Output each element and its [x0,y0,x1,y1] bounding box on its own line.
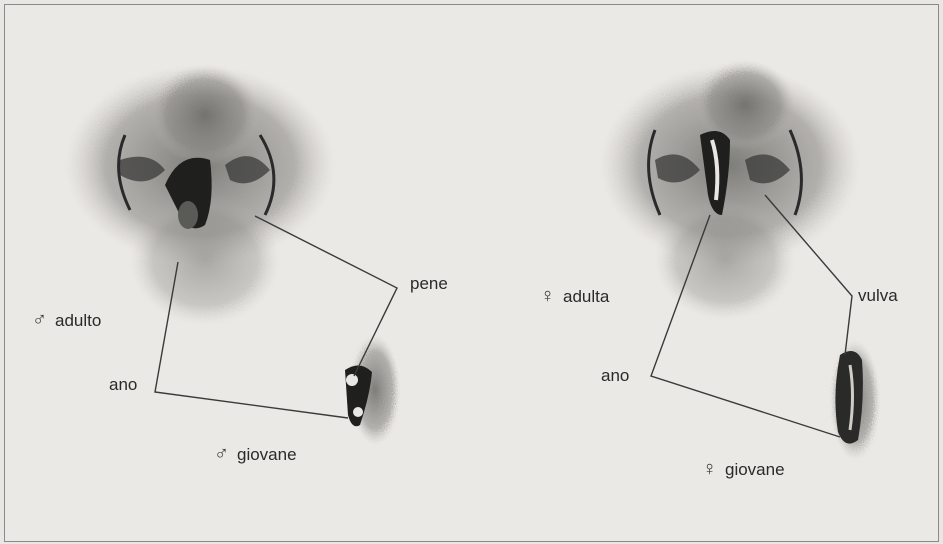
male-adult-label: ♂ adulto [32,309,101,332]
female-organ-text: vulva [858,286,898,305]
male-organ-text: pene [410,274,448,293]
female-young-text: giovane [725,460,785,479]
female-young-symbol: ♀ [702,458,717,480]
female-adult-text: adulta [563,287,609,306]
female-anus-text: ano [601,366,629,385]
male-adult-text: adulto [55,311,101,330]
male-adult-illustration [65,65,335,325]
male-young-text: giovane [237,445,297,464]
female-young-illustration [830,340,880,460]
male-young-illustration [345,335,400,445]
male-young-symbol: ♂ [214,443,229,465]
female-young-label: ♀ giovane [702,458,785,481]
male-anus-text: ano [109,375,137,394]
male-organ-label: pene [410,274,448,294]
male-young-label: ♂ giovane [214,443,297,466]
female-anus-label: ano [601,366,629,386]
male-symbol: ♂ [32,309,47,331]
female-adult-illustration [600,60,860,320]
female-organ-label: vulva [858,286,898,306]
female-adult-label: ♀ adulta [540,285,609,308]
male-anus-label: ano [109,375,137,395]
female-symbol: ♀ [540,285,555,307]
